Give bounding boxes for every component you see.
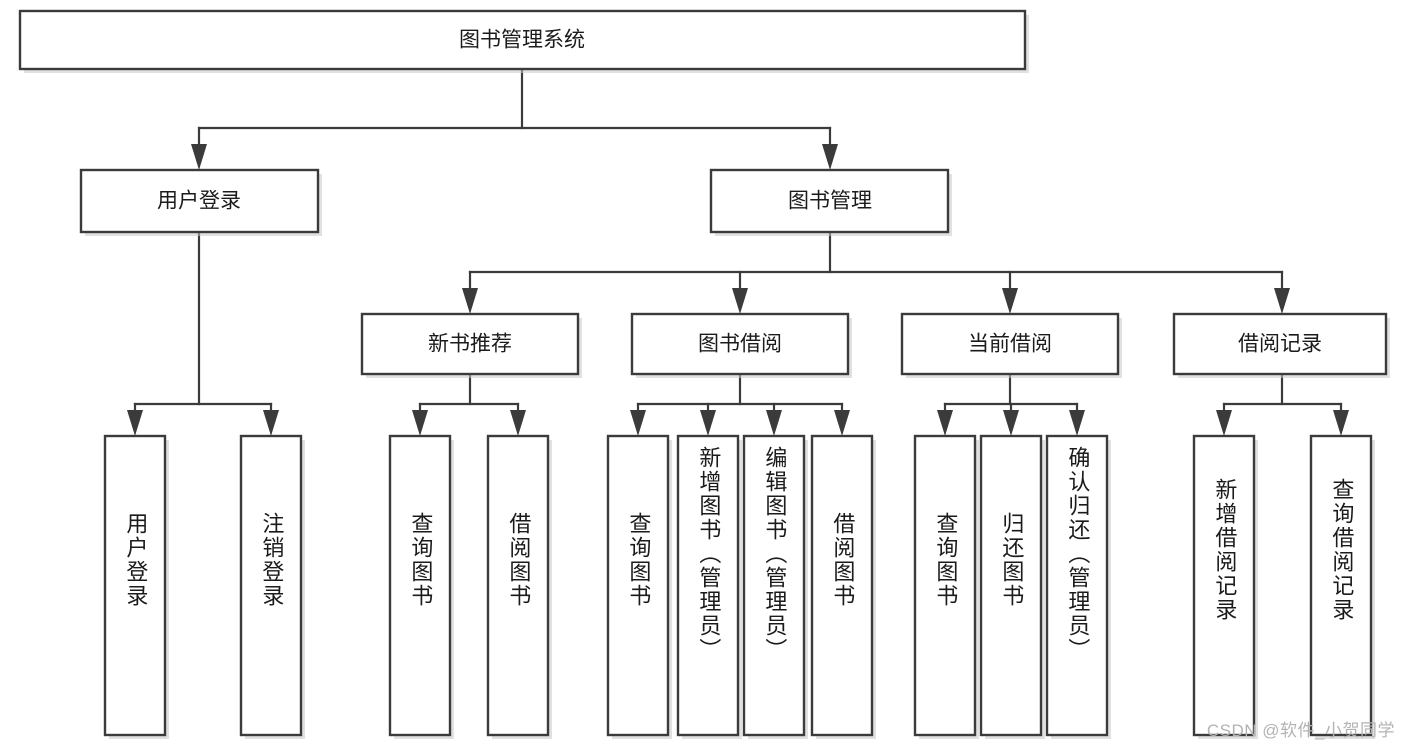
arrow-root-to-book-mgmt [822,144,838,170]
arrow-ul-leaf-0 [127,410,143,436]
leaf-box-confirm-return[interactable] [1045,434,1109,737]
connector-group-book-borrow [630,372,850,436]
leaf-box-query-record[interactable] [1309,434,1373,737]
node-root-label: 图书管理系统 [459,29,585,52]
node-book-borrow-box[interactable] [630,312,850,376]
leaf-box-query-book-nb[interactable] [388,434,452,737]
node-book-management[interactable]: 图书管理 [709,168,952,236]
arrow-bb-leaf-1 [700,410,716,436]
node-current-borrow-label: 当前借阅 [968,333,1052,356]
watermark-text: CSDN @软件_小贺同学 [1206,721,1395,740]
arrow-br-leaf-0 [1216,410,1232,436]
node-root-box[interactable] [18,9,1027,71]
arrow-bm-to-borrow-record [1274,288,1290,314]
node-current-borrow-box[interactable] [900,312,1120,376]
node-borrow-record-box[interactable] [1172,312,1388,376]
arrow-cb-leaf-1 [1003,410,1019,436]
arrow-bb-leaf-0 [630,410,646,436]
node-book-borrow[interactable]: 图书借阅 [630,312,852,378]
arrow-cb-leaf-0 [937,410,953,436]
node-user-login-box[interactable] [79,168,320,234]
node-new-book-recommend-box[interactable] [360,312,580,376]
leaf-box-add-book[interactable] [676,434,740,737]
leaf-box-query-book-cb[interactable] [913,434,977,737]
leaf-boxes [103,434,1375,739]
node-borrow-record[interactable]: 借阅记录 [1172,312,1390,378]
leaf-box-return-book[interactable] [979,434,1043,737]
leaf-box-add-record[interactable] [1192,434,1256,737]
connector-group-new-book [412,372,526,436]
arrow-bb-leaf-3 [834,410,850,436]
node-borrow-record-label: 借阅记录 [1238,333,1322,356]
node-new-book-recommend-label: 新书推荐 [428,333,512,356]
node-root[interactable]: 图书管理系统 [18,9,1029,73]
leaf-box-borrow-book-nb[interactable] [486,434,550,737]
connector-group-root [191,68,838,170]
leaf-box-query-book-bb[interactable] [606,434,670,737]
node-book-borrow-label: 图书借阅 [698,333,782,356]
arrow-bb-leaf-2 [766,410,782,436]
connector-group-borrow-record [1216,372,1349,436]
arrow-bm-to-new-book [462,288,478,314]
node-new-book-recommend[interactable]: 新书推荐 [360,312,582,378]
arrow-nb-leaf-1 [510,410,526,436]
arrow-bm-to-current-borrow [1002,288,1018,314]
node-book-management-label: 图书管理 [788,190,872,213]
connector-group-user-login [127,230,279,436]
leaf-box-borrow-book-bb[interactable] [810,434,874,737]
node-user-login[interactable]: 用户登录 [79,168,322,236]
arrow-cb-leaf-2 [1069,410,1085,436]
node-user-login-label: 用户登录 [157,190,241,213]
arrow-nb-leaf-0 [412,410,428,436]
leaf-box-user-login[interactable] [103,434,167,737]
arrow-bm-to-book-borrow [732,288,748,314]
leaf-box-logout[interactable] [239,434,303,737]
arrow-root-to-user-login [191,144,207,170]
connector-group-book-mgmt [462,230,1290,314]
node-book-management-box[interactable] [709,168,950,234]
connector-group-current-borrow [937,372,1085,436]
arrow-ul-leaf-1 [263,410,279,436]
leaf-box-edit-book[interactable] [742,434,806,737]
arrow-br-leaf-1 [1333,410,1349,436]
node-current-borrow[interactable]: 当前借阅 [900,312,1122,378]
